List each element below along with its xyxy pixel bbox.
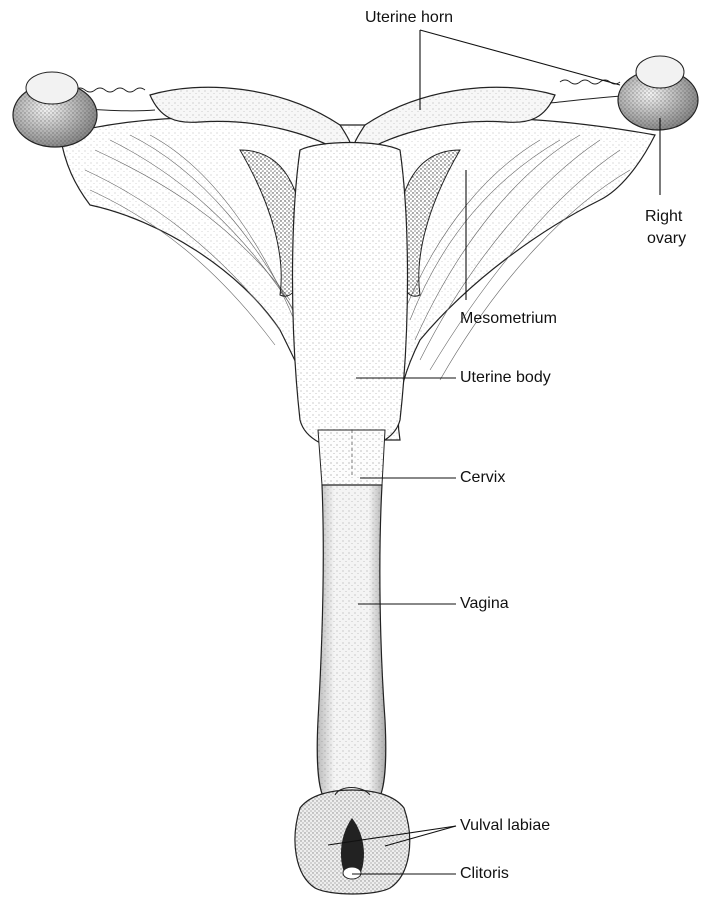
label-uterine-horn: Uterine horn [365, 9, 453, 27]
label-mesometrium: Mesometrium [460, 310, 557, 328]
label-uterine-body: Uterine body [460, 369, 551, 387]
label-right-ovary-line2: ovary [647, 230, 686, 248]
uterine-body-shape [293, 143, 408, 451]
label-vagina: Vagina [460, 595, 509, 613]
vulva-shape [295, 788, 410, 895]
label-clitoris: Clitoris [460, 865, 509, 883]
label-cervix: Cervix [460, 469, 505, 487]
label-vulval-labiae: Vulval labiae [460, 817, 550, 835]
label-right-ovary-line1: Right [645, 208, 682, 226]
vagina-shape [317, 485, 385, 800]
cervix-shape [318, 430, 385, 489]
